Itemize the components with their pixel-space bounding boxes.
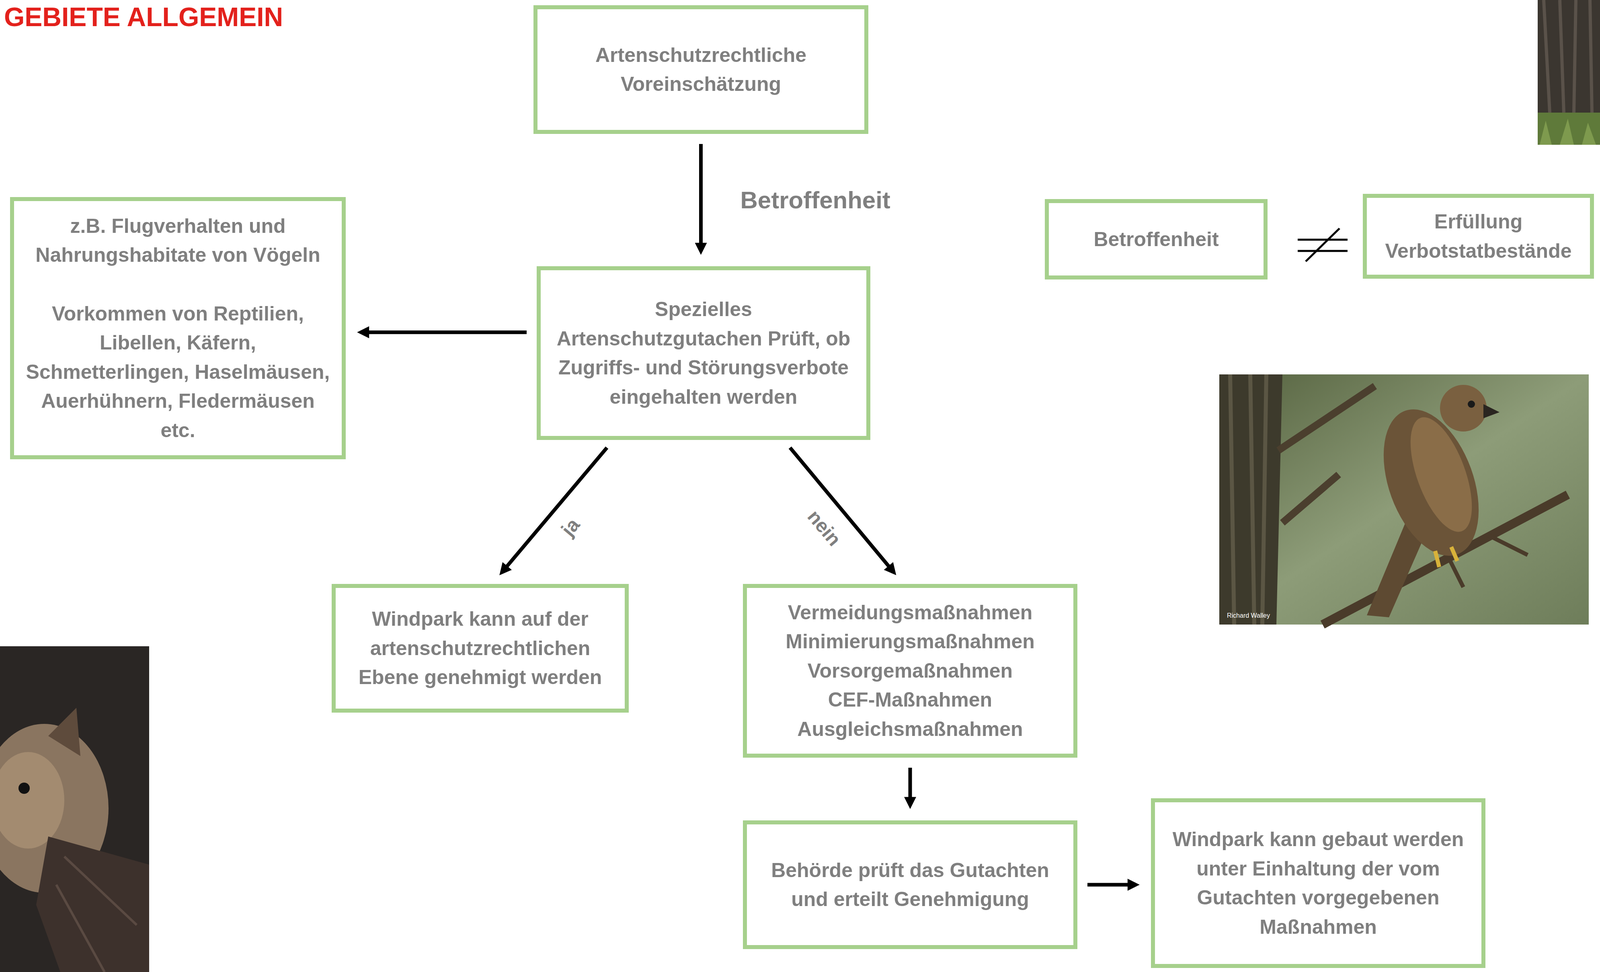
photo-credit: Richard Walley <box>1226 611 1270 620</box>
box-text: Minimierungsmaßnahmen <box>756 626 1064 657</box>
connector-arrow <box>503 447 608 570</box>
edge-label: Betroffenheit <box>737 185 894 215</box>
box-text: Ausgleichsmaßnahmen <box>756 714 1064 744</box>
box-text: Vermeidungsmaßnahmen <box>756 597 1064 628</box>
tree-photo <box>1537 0 1600 145</box>
box-text: CEF-Maßnahmen <box>756 685 1064 715</box>
box-text: z.B. Flugverhalten und Nahrungshabitate … <box>23 211 333 270</box>
process-box: Betroffenheit <box>1044 198 1268 280</box>
box-text: Erfüllung Verbotstatbestände <box>1376 207 1581 266</box>
connector-arrow <box>1087 882 1133 887</box>
process-box: Artenschutzrechtliche Voreinschätzung <box>533 5 869 134</box>
slide-title: GEBIETE ALLGEMEIN <box>4 2 284 32</box>
connector-arrow <box>789 447 892 570</box>
box-text: Betroffenheit <box>1058 224 1254 255</box>
process-box: Windpark kann gebaut werden unter Einhal… <box>1150 797 1486 968</box>
process-box: Behörde prüft das Gutachten und erteilt … <box>742 820 1078 949</box>
connector-arrow <box>699 143 703 249</box>
process-box: Spezielles Artenschutzgutachen Prüft, ob… <box>536 266 871 440</box>
process-box: Erfüllung Verbotstatbestände <box>1362 193 1594 279</box>
bird-photo <box>1219 374 1589 625</box>
not-equal-symbol <box>1297 228 1348 262</box>
bat-photo <box>0 646 150 972</box>
connector-arrow <box>908 767 913 803</box>
box-text: Vorkommen von Reptilien, Libellen, Käfer… <box>23 299 333 446</box>
box-text: Vorsorgemaßnahmen <box>756 656 1064 686</box>
process-box: Windpark kann auf der artenschutzrechtli… <box>331 583 629 713</box>
box-text: Artenschutzrechtliche Voreinschätzung <box>547 40 855 99</box>
connector-arrow <box>363 330 527 335</box>
box-text: Windpark kann auf der artenschutzrechtli… <box>345 604 616 692</box>
box-text: Spezielles Artenschutzgutachen Prüft, ob… <box>550 294 857 412</box>
process-box: z.B. Flugverhalten und Nahrungshabitate … <box>10 196 346 460</box>
process-box: VermeidungsmaßnahmenMinimierungsmaßnahme… <box>742 583 1078 758</box>
box-text: Windpark kann gebaut werden unter Einhal… <box>1164 824 1472 942</box>
box-text: Behörde prüft das Gutachten und erteilt … <box>756 855 1064 914</box>
edge-label: ja <box>554 510 587 544</box>
